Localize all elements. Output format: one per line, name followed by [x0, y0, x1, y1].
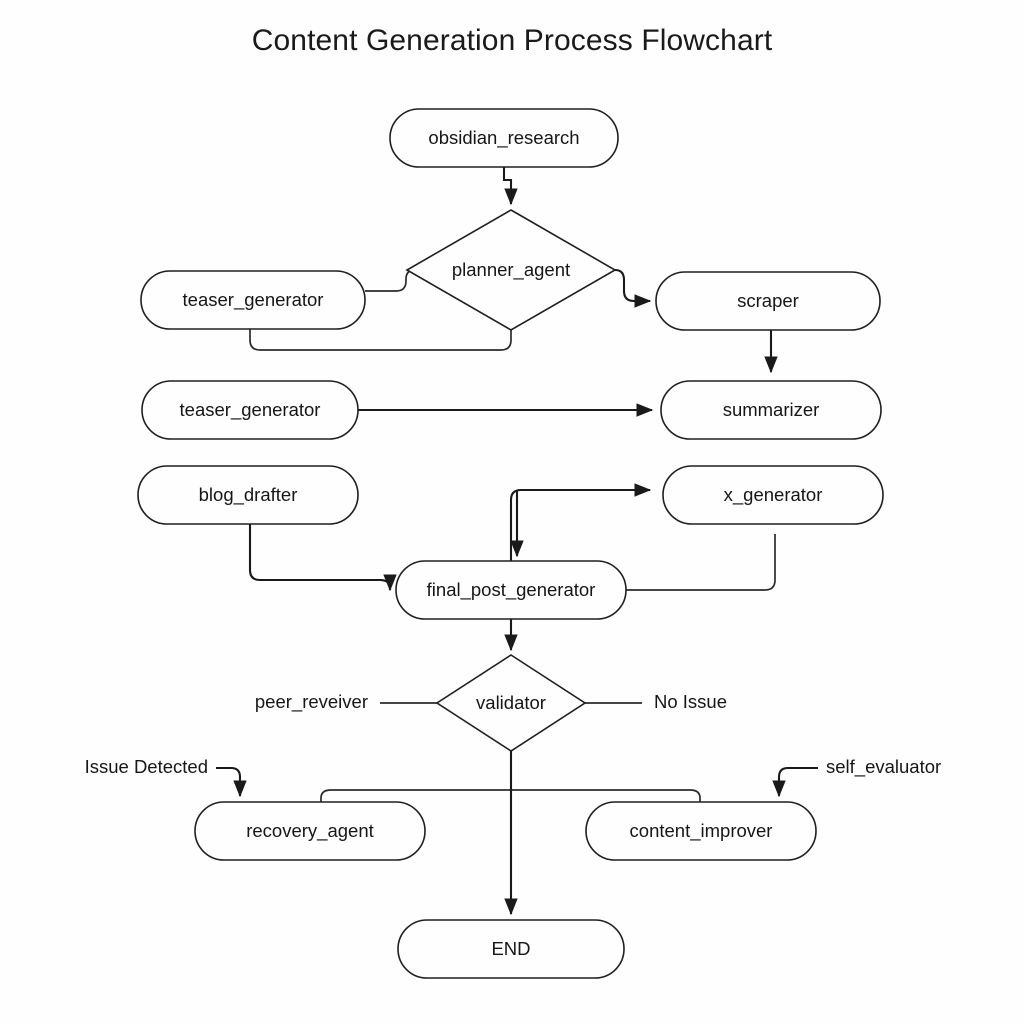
node-summarizer[interactable]: summarizer	[660, 380, 882, 440]
page-title: Content Generation Process Flowchart	[251, 24, 773, 57]
edge-obsidian-research-to-planner-agent	[502, 167, 518, 206]
node-scraper[interactable]: scraper	[655, 271, 881, 331]
edge-final-post-generator-to-x-generator	[626, 534, 776, 591]
node-layer: obsidian_research planner_agent teaser_g…	[137, 108, 884, 979]
edge-label-no-issue: No Issue	[654, 691, 727, 712]
node-label-obsidian-research: obsidian_research	[428, 127, 579, 149]
node-blog-drafter[interactable]: blog_drafter	[137, 465, 359, 525]
node-label-end: END	[491, 938, 530, 959]
edge-label-self-evaluator: self_evaluator	[826, 756, 941, 778]
edge-teaser-generator-1-to-planner-agent-bottom	[249, 329, 512, 351]
node-label-scraper: scraper	[737, 290, 799, 311]
node-label-validator: validator	[476, 692, 546, 713]
edge-label-issue-detected: Issue Detected	[85, 756, 208, 777]
node-teaser-generator-1[interactable]: teaser_generator	[140, 270, 366, 330]
node-content-improver[interactable]: content_improver	[585, 801, 817, 861]
node-label-summarizer: summarizer	[723, 399, 820, 420]
node-label-final-post-generator: final_post_generator	[427, 579, 596, 601]
edge-label-layer: peer_reveiver No Issue Issue Detected se…	[85, 691, 942, 778]
edge-to-x-generator	[509, 483, 652, 562]
node-label-teaser-generator-2: teaser_generator	[180, 399, 321, 421]
node-label-content-improver: content_improver	[630, 820, 773, 842]
node-label-planner-agent: planner_agent	[452, 259, 570, 281]
node-final-post-generator[interactable]: final_post_generator	[395, 560, 627, 620]
node-teaser-generator-2[interactable]: teaser_generator	[141, 380, 359, 440]
edge-issue-detected-to-recovery-agent	[216, 766, 247, 798]
node-validator[interactable]: validator	[435, 654, 587, 752]
node-label-teaser-generator-1: teaser_generator	[183, 289, 324, 311]
node-end[interactable]: END	[397, 919, 625, 979]
node-planner-agent[interactable]: planner_agent	[405, 209, 617, 331]
node-recovery-agent[interactable]: recovery_agent	[194, 801, 426, 861]
node-label-blog-drafter: blog_drafter	[199, 484, 298, 506]
edge-planner-agent-to-scraper	[614, 268, 652, 308]
node-obsidian-research[interactable]: obsidian_research	[389, 108, 619, 168]
node-label-x-generator: x_generator	[724, 484, 823, 506]
edge-layer	[216, 167, 818, 916]
edge-self-evaluator-to-content-improver	[772, 766, 818, 798]
node-x-generator[interactable]: x_generator	[662, 465, 884, 525]
node-label-recovery-agent: recovery_agent	[246, 820, 374, 842]
edge-teaser-generator-1-to-planner-agent	[365, 269, 416, 292]
edge-blog-drafter-to-final-post-generator	[248, 524, 397, 592]
edge-label-peer-reveiver: peer_reveiver	[255, 691, 368, 713]
